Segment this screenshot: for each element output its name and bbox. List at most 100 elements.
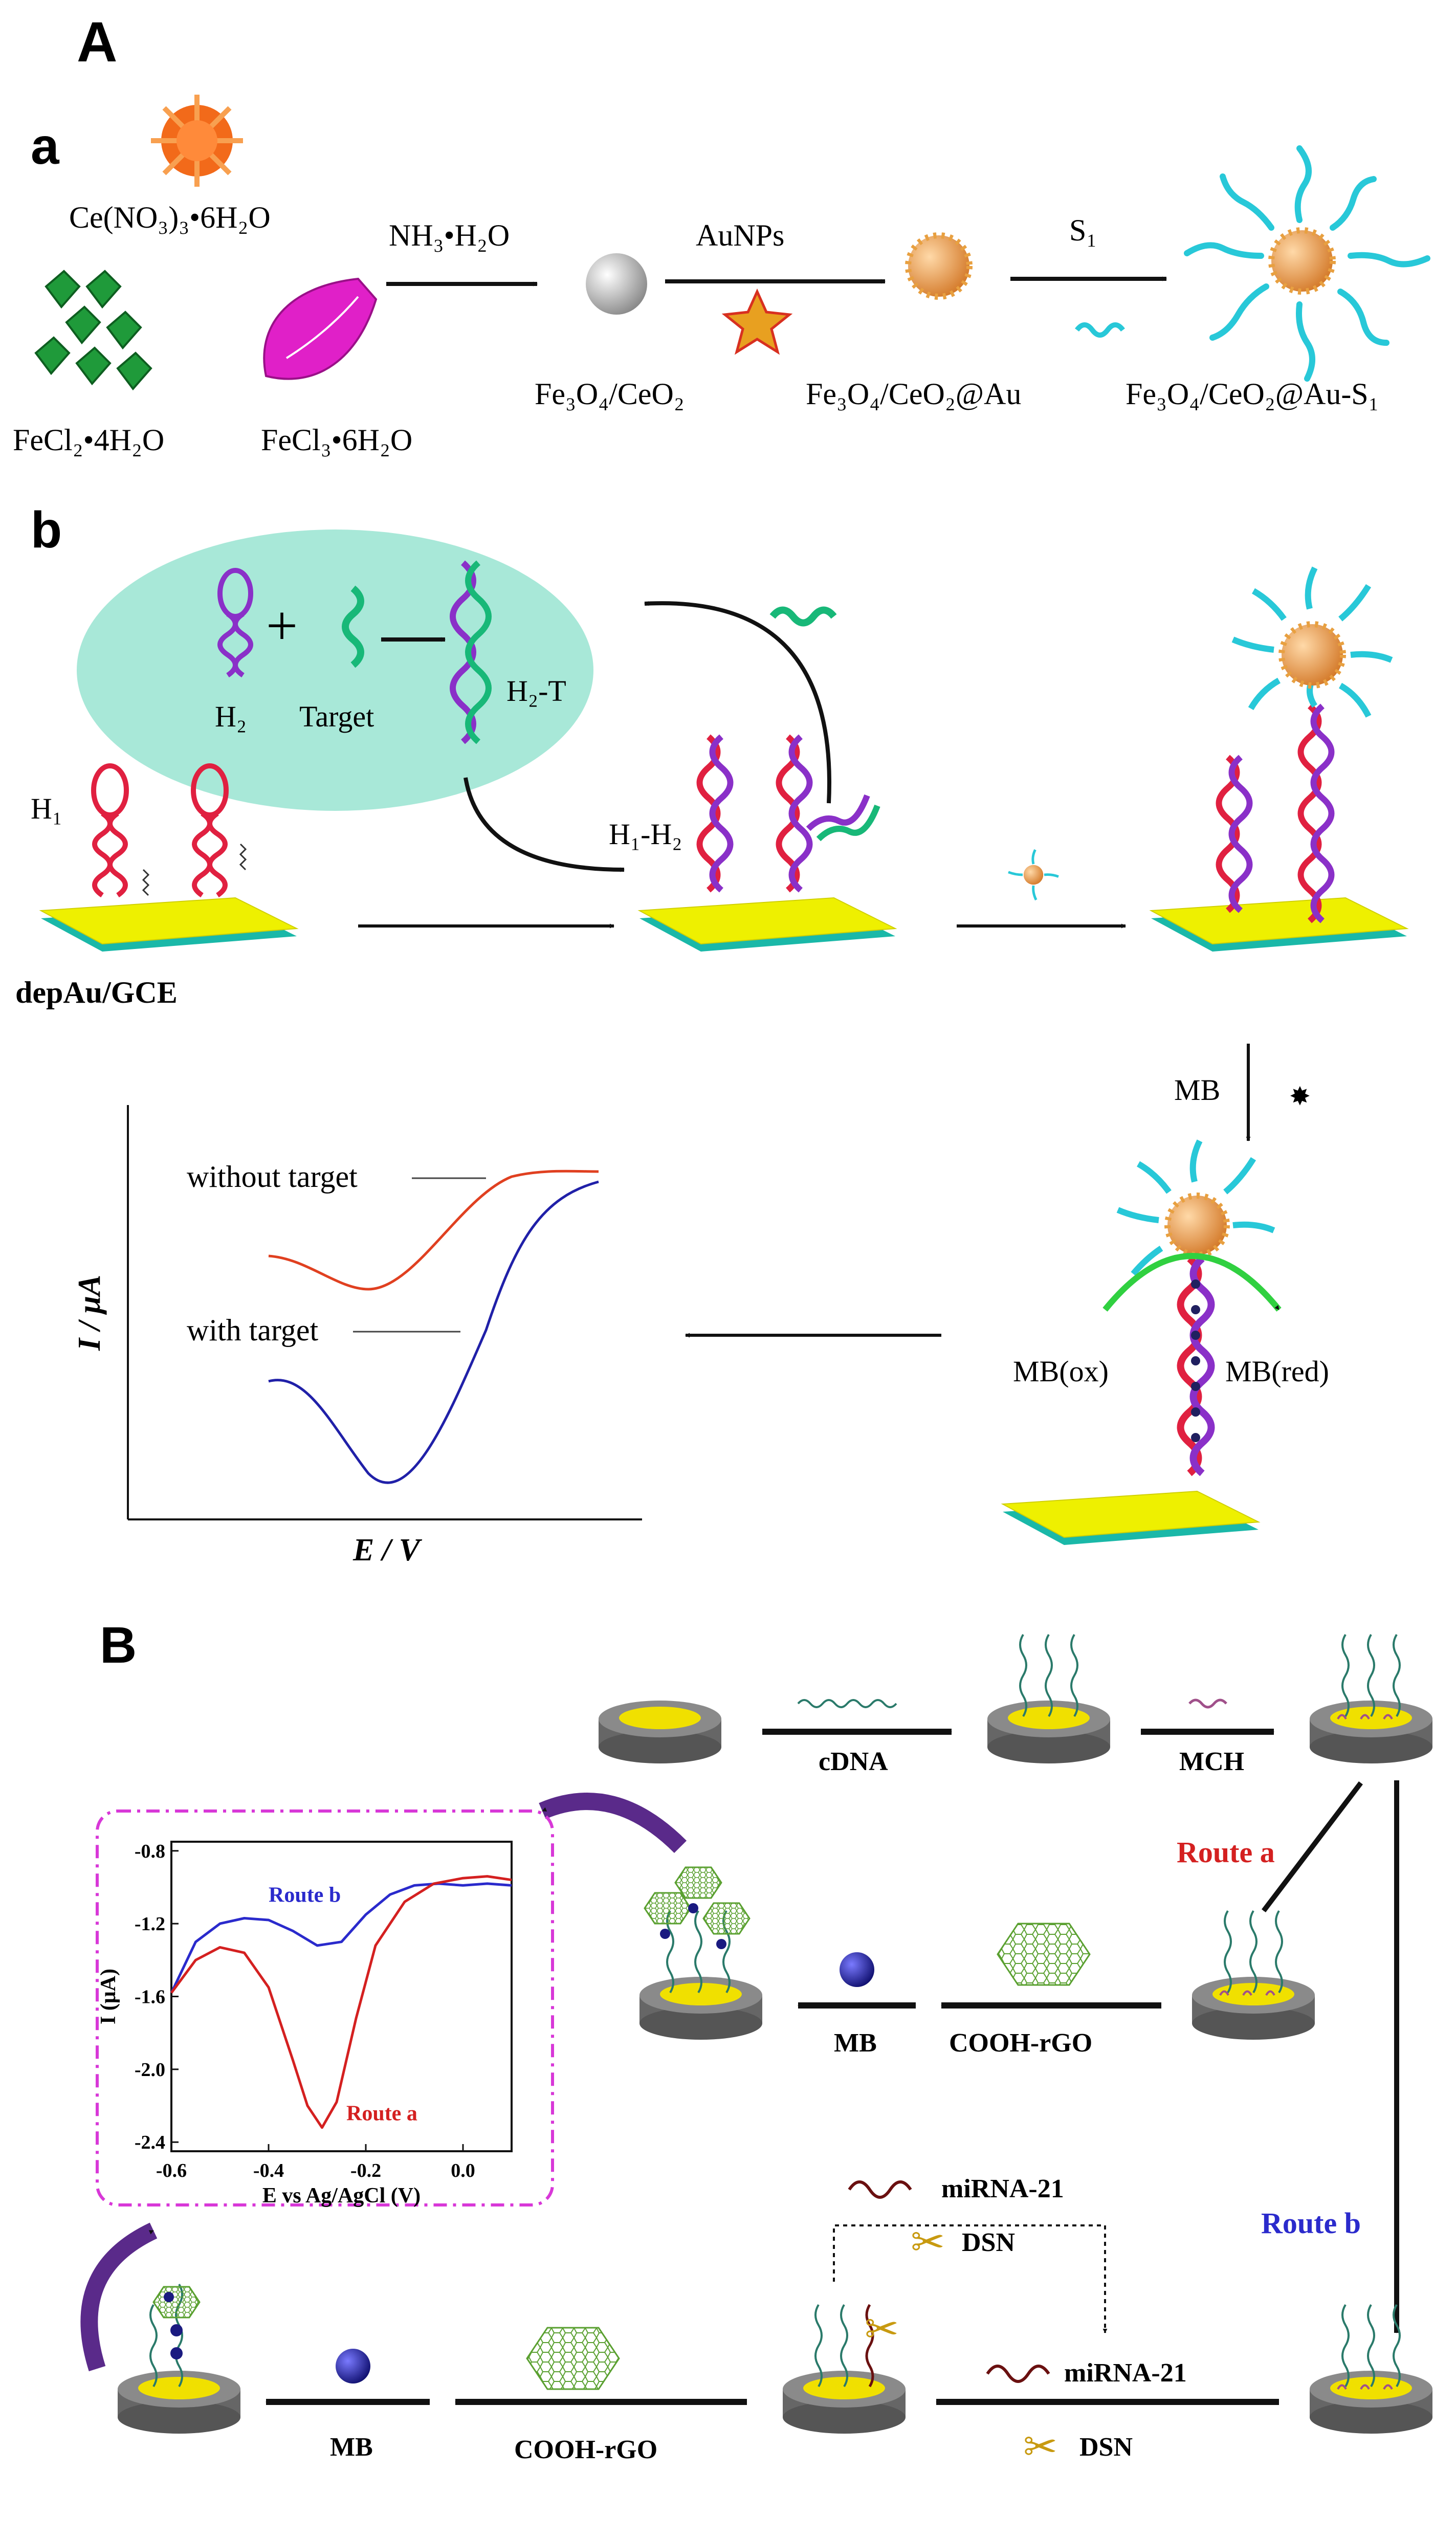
fe3o4-ceo2-au-label: Fe₃O₄/CeO₂@Au bbox=[806, 377, 1021, 411]
series-line-route-b bbox=[170, 1882, 512, 1994]
mb-label-2: MB bbox=[330, 2433, 373, 2462]
s1-functionalized-particle-icon bbox=[1184, 145, 1430, 382]
nanoprobe-small-icon bbox=[1008, 849, 1059, 901]
panel-A-letter: A bbox=[77, 11, 117, 74]
cdna-label: cDNA bbox=[819, 1747, 888, 1776]
mb-ox-label: MB(ox) bbox=[1013, 1355, 1109, 1388]
mch-linker-icon bbox=[142, 843, 247, 896]
x-tick-label: -0.2 bbox=[350, 2160, 381, 2181]
plus-sign: + bbox=[266, 594, 298, 657]
scissors-icon-cleave: ✂ bbox=[865, 2307, 899, 2352]
x-tick-label: 0.0 bbox=[451, 2160, 475, 2181]
inset-ylabel: I (μA) bbox=[97, 1969, 120, 2024]
electrode-label: depAu/GCE bbox=[15, 976, 178, 1009]
mirna-strand-icon-bottom bbox=[986, 2365, 1050, 2383]
plot-with-label: with target bbox=[187, 1313, 318, 1347]
disk-electrode-route-a-final bbox=[639, 1866, 762, 2040]
fe3o4-ceo2-au-s1-label: Fe₃O₄/CeO₂@Au-S₁ bbox=[1126, 377, 1379, 411]
fecl3-label: FeCl₃•6H₂O bbox=[261, 423, 412, 457]
au-coated-particle-icon bbox=[905, 232, 973, 300]
s1-label: S₁ bbox=[1069, 213, 1097, 247]
inset-plot-area bbox=[170, 1841, 513, 2152]
h1-h2-duplex-icon bbox=[696, 734, 880, 893]
disk-electrode-route-a bbox=[1192, 1910, 1315, 2040]
fe3o4-ceo2-particle-icon bbox=[586, 253, 647, 315]
redox-arrow bbox=[1102, 1253, 1282, 1312]
star-icon bbox=[721, 288, 793, 355]
series-label-route-a: Route a bbox=[346, 2102, 417, 2126]
fecl3-crystal-icon bbox=[263, 277, 378, 380]
disk-electrode-cleaved bbox=[783, 2304, 906, 2434]
disk-electrode-mch bbox=[1310, 1634, 1432, 1763]
mirna-label-bottom: miRNA-21 bbox=[1064, 2358, 1187, 2388]
ce-nitrate-crystal-icon bbox=[151, 95, 243, 187]
released-target-icon bbox=[769, 606, 837, 627]
dpv-schematic-plot bbox=[127, 1105, 642, 1520]
mirna-label-top: miRNA-21 bbox=[941, 2174, 1064, 2203]
disk-electrode-cdna bbox=[987, 1634, 1110, 1763]
nh3-label: NH₃•H₂O bbox=[389, 218, 510, 252]
target-strand-icon bbox=[342, 585, 364, 668]
mb-loaded-duplex-icon bbox=[1177, 1255, 1215, 1476]
disk-electrode-route-b bbox=[1310, 2304, 1432, 2434]
route-b-label: Route b bbox=[1261, 2206, 1361, 2240]
series-label-route-b: Route b bbox=[269, 1883, 341, 1907]
fecl2-crystal-icon bbox=[34, 270, 152, 391]
depau-gce-electrode-2 bbox=[637, 897, 897, 952]
mb-label-1: MB bbox=[834, 2028, 877, 2058]
dsn-label-bottom: DSN bbox=[1079, 2433, 1133, 2462]
nanoprobe-on-electrode-icon bbox=[1231, 566, 1393, 718]
graphene-icon-1 bbox=[997, 1923, 1091, 1986]
nanoprobe-shell-icon bbox=[1278, 621, 1346, 689]
dsn-recycle-loop bbox=[833, 2224, 1108, 2333]
nanoprobe-top-shell-icon bbox=[1164, 1193, 1230, 1258]
mb-dots-icon bbox=[1191, 1279, 1200, 1442]
disk-electrode-route-b-final bbox=[118, 2283, 240, 2434]
arrow-route-a bbox=[1262, 1781, 1363, 1913]
mch-strand-icon bbox=[1188, 1698, 1227, 1709]
h1-h2-label: H₁-H₂ bbox=[609, 818, 682, 851]
probe-bound-duplex-icon bbox=[1216, 673, 1335, 923]
h2-hairpin-icon bbox=[217, 568, 253, 678]
h1-hairpin-icon-2 bbox=[191, 763, 229, 898]
aunps-label: AuNPs bbox=[696, 218, 784, 252]
scissors-icon-bottom: ✂ bbox=[1023, 2425, 1057, 2470]
nanoprobe-core-icon bbox=[1282, 624, 1343, 686]
y-tick-label: -1.2 bbox=[135, 1913, 165, 1935]
panel-b-letter: b bbox=[31, 501, 62, 559]
mirna-strand-icon-top bbox=[848, 2180, 912, 2199]
y-tick-label: -2.4 bbox=[135, 2132, 165, 2153]
curved-arrow-to-inset bbox=[539, 1793, 687, 1853]
x-tick-label: -0.6 bbox=[156, 2160, 187, 2181]
fe3o4-ceo2-label: Fe₃O₄/CeO₂ bbox=[535, 377, 685, 411]
panel-B-letter: B bbox=[100, 1617, 137, 1674]
hybridization-bubble bbox=[77, 529, 593, 811]
scissors-icon-top: ✂ bbox=[911, 2220, 945, 2265]
mb-ball-icon-1 bbox=[840, 1952, 874, 1987]
mb-particle-icon: ✸ bbox=[1289, 1082, 1311, 1111]
dsn-label-top: DSN bbox=[962, 2228, 1015, 2257]
y-tick-label: -1.6 bbox=[135, 1987, 165, 2008]
inset-xlabel: E vs Ag/AgCl (V) bbox=[262, 2184, 421, 2208]
mb-label: MB bbox=[1174, 1073, 1220, 1107]
depau-gce-electrode-3 bbox=[1149, 897, 1409, 952]
h2-t-duplex-icon bbox=[450, 560, 492, 744]
cooh-rgo-label-1: COOH-rGO bbox=[949, 2028, 1092, 2058]
target-recycle-arrow bbox=[644, 601, 831, 804]
disk-electrode-bare bbox=[599, 1701, 721, 1763]
y-tick-label: -0.8 bbox=[135, 1841, 165, 1862]
panel-a-letter: a bbox=[31, 118, 60, 175]
h1-label: H₁ bbox=[31, 792, 62, 825]
core-particle-icon bbox=[1271, 230, 1333, 292]
ce-nitrate-label: Ce(NO₃)₃•6H₂O bbox=[69, 201, 271, 234]
fecl2-label: FeCl₂•4H₂O bbox=[13, 423, 164, 457]
h2t-to-electrode-arrow bbox=[464, 777, 625, 872]
x-tick-label: -0.4 bbox=[253, 2160, 284, 2181]
h2-label: H₂ bbox=[215, 700, 247, 733]
plot-without-label: without target bbox=[187, 1160, 358, 1194]
mb-red-label: MB(red) bbox=[1225, 1355, 1329, 1388]
graphene-icon-2 bbox=[526, 2327, 620, 2390]
curved-arrow-to-inset-2 bbox=[80, 2222, 158, 2372]
